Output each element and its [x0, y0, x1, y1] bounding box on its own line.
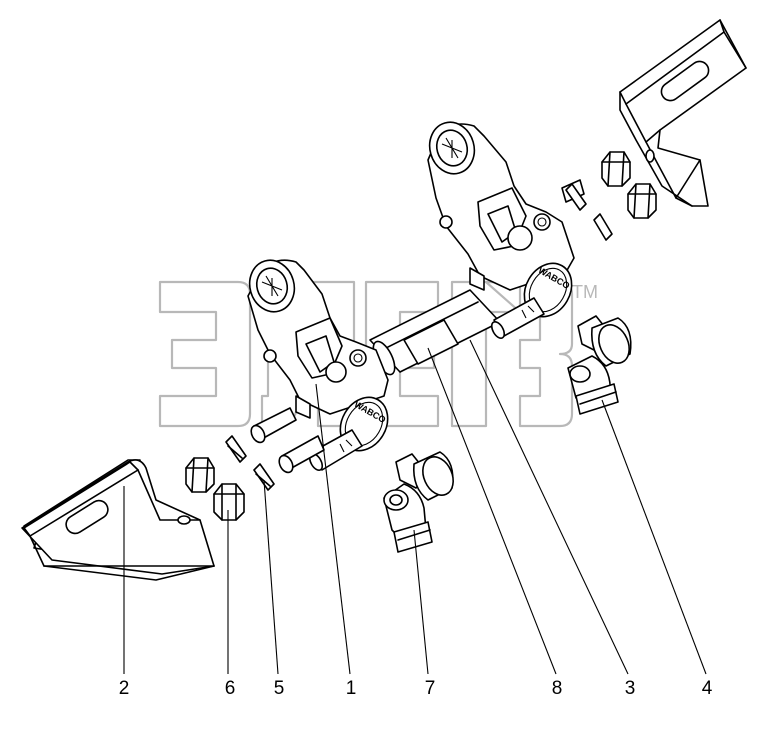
watermark-trademark: TM — [572, 282, 598, 302]
valve-right: WABCO — [427, 121, 575, 339]
callout-5: 5 — [273, 678, 285, 699]
leader-line-8 — [427, 347, 557, 675]
callout-2: 2 — [118, 678, 130, 699]
leader-line-5 — [263, 479, 279, 675]
leader-line-3 — [469, 339, 629, 675]
elbow-fitting-left — [383, 451, 454, 553]
hex-nut-left-lower — [213, 483, 245, 521]
callout-4: 4 — [701, 678, 713, 699]
leader-line-1 — [315, 383, 351, 675]
washer-left-lower — [253, 463, 275, 491]
hex-nut-right-upper — [601, 151, 631, 187]
callout-7: 7 — [424, 678, 436, 699]
connecting-tube — [369, 289, 501, 376]
leader-lines — [123, 339, 707, 675]
valve-left: WABCO — [247, 259, 389, 471]
leader-line-4 — [601, 399, 707, 675]
washer-right-lower — [593, 213, 613, 241]
right-mounting-bracket — [619, 19, 747, 207]
left-mounting-bracket — [21, 459, 215, 581]
washer-left-upper — [225, 435, 247, 463]
callout-3: 3 — [624, 678, 636, 699]
callout-8: 8 — [551, 678, 563, 699]
washer-right-upper — [565, 183, 587, 211]
callout-1: 1 — [345, 678, 357, 699]
mounting-studs — [250, 179, 585, 474]
hex-nut-left-upper — [185, 457, 215, 493]
elbow-fitting-right — [567, 315, 632, 415]
leader-line-7 — [413, 529, 429, 675]
callout-6: 6 — [224, 678, 236, 699]
hex-nut-right-lower — [627, 183, 657, 219]
